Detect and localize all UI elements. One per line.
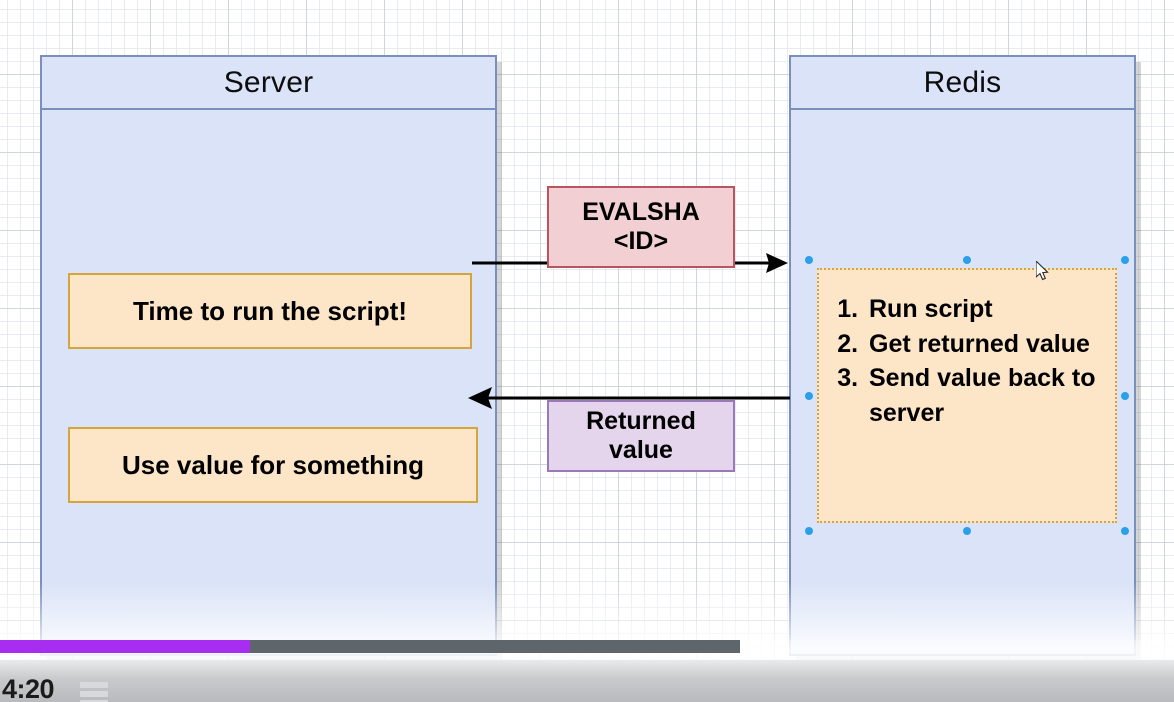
edge-label-returned-value[interactable]: Returned value [547, 400, 735, 472]
node-use-value-for-something[interactable]: Use value for something [68, 427, 478, 503]
selection-handle-n[interactable] [963, 256, 971, 264]
selection-handle-ne[interactable] [1121, 256, 1129, 264]
list-icon[interactable] [80, 682, 108, 702]
edge-label-evalsha[interactable]: EVALSHA <ID> [547, 186, 735, 268]
video-progress-bar[interactable] [0, 640, 1174, 653]
node-use-value-for-something-label: Use value for something [122, 449, 424, 480]
edge-label-returned-value-line2: value [609, 436, 673, 464]
node-time-to-run-the-script[interactable]: Time to run the script! [68, 273, 472, 349]
selection-handle-se[interactable] [1121, 527, 1129, 535]
redis-step-item: Run script [865, 292, 1105, 327]
edge-label-evalsha-line1: EVALSHA [582, 198, 700, 226]
swimlane-server-body: Time to run the script! Use value for so… [42, 110, 495, 654]
swimlane-redis-body: Run script Get returned value Send value… [791, 110, 1134, 654]
edge-label-evalsha-line2: <ID> [613, 227, 669, 255]
video-played-bar [0, 640, 250, 653]
swimlane-redis[interactable]: Redis Run script Get returned value Send… [789, 55, 1136, 656]
swimlane-server-title: Server [42, 57, 495, 110]
swimlane-server[interactable]: Server Time to run the script! Use value… [40, 55, 497, 656]
node-time-to-run-the-script-label: Time to run the script! [133, 295, 407, 326]
redis-steps-list: Run script Get returned value Send value… [819, 270, 1115, 430]
redis-step-item: Get returned value [865, 327, 1105, 362]
selection-handle-sw[interactable] [805, 527, 813, 535]
video-elapsed-time: 4:20 [2, 674, 55, 702]
selection-handle-w[interactable] [805, 392, 813, 400]
selection-handle-e[interactable] [1121, 392, 1129, 400]
selection-handle-s[interactable] [963, 527, 971, 535]
edge-label-returned-value-line1: Returned [586, 407, 696, 435]
video-control-bar[interactable]: 4:20 [0, 660, 1174, 702]
node-redis-steps-selected[interactable]: Run script Get returned value Send value… [817, 268, 1117, 523]
redis-step-item: Send value back to server [865, 361, 1105, 430]
swimlane-redis-title: Redis [791, 57, 1134, 110]
selection-handle-nw[interactable] [805, 256, 813, 264]
